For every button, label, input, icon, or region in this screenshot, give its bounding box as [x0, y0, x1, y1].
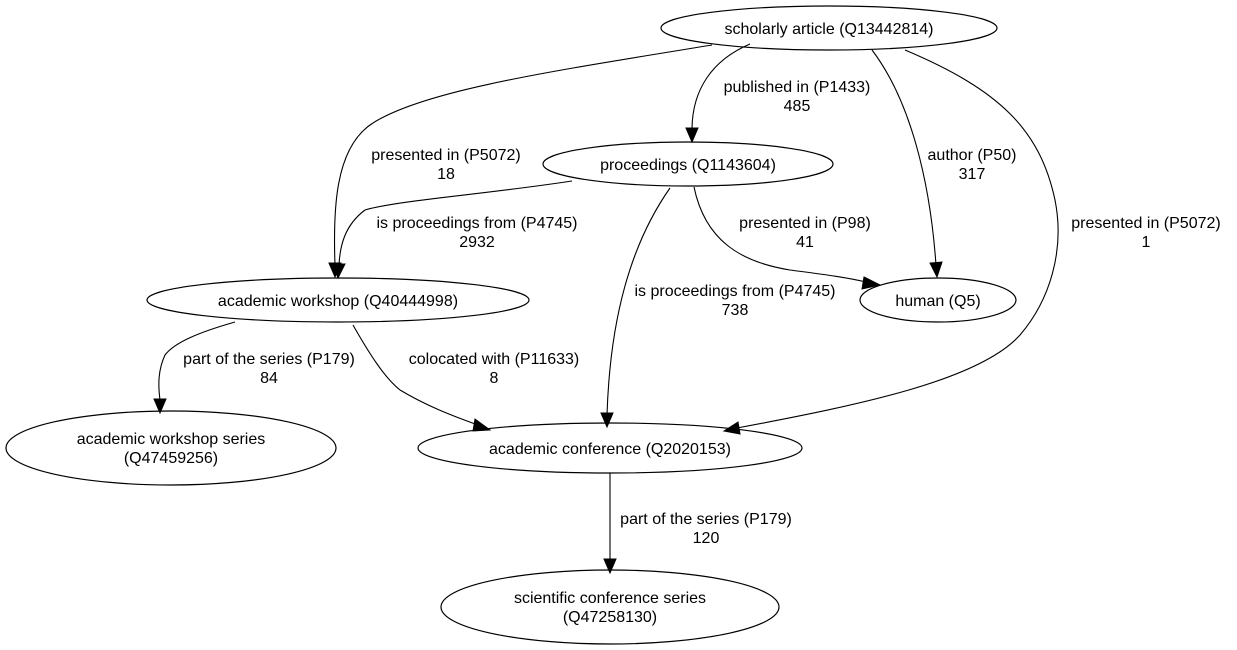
edge-part-of-series-workshop[interactable] [153, 321, 236, 415]
edge-label-count: 2932 [459, 234, 495, 251]
edge-label-text: part of the series (P179) [620, 511, 792, 528]
node-label-line1: academic workshop series [77, 431, 266, 448]
edge-line [871, 49, 937, 266]
edge-label-presented-in-conference: presented in (P5072) 1 [1071, 215, 1220, 251]
edge-line [158, 321, 236, 401]
nodes: scholarly article (Q13442814) proceeding… [5, 5, 1017, 645]
edge-label-text: presented in (P98) [739, 215, 871, 232]
edge-label-published-in: published in (P1433) 485 [724, 79, 871, 115]
edge-label-text: author (P50) [928, 147, 1017, 164]
edge-line [352, 324, 479, 426]
edges [153, 43, 1059, 575]
edge-colocated-with[interactable] [352, 324, 492, 432]
arrowhead-icon [472, 418, 492, 432]
node-label-line2: (Q47258130) [563, 609, 657, 626]
node-academic-workshop[interactable]: academic workshop (Q40444998) [146, 277, 530, 323]
edge-label-count: 485 [784, 98, 811, 115]
arrowhead-icon [685, 127, 699, 144]
edge-line [693, 186, 867, 283]
edge-part-of-series-conference[interactable] [603, 473, 617, 575]
edge-is-proceedings-from-conference[interactable] [600, 187, 671, 429]
arrowhead-icon [153, 398, 167, 415]
edge-label-part-of-series-conference: part of the series (P179) 120 [620, 511, 792, 547]
edge-label-colocated-with: colocated with (P11633) 8 [409, 351, 579, 387]
edge-label-count: 84 [260, 370, 278, 387]
arrowhead-icon [600, 412, 614, 429]
edge-line [606, 187, 671, 416]
edge-label-count: 317 [959, 166, 986, 183]
edge-label-part-of-series-workshop: part of the series (P179) 84 [183, 351, 355, 387]
edge-label-text: part of the series (P179) [183, 351, 355, 368]
node-proceedings[interactable]: proceedings (Q1143604) [542, 141, 834, 187]
edge-line [736, 49, 1059, 429]
node-academic-conference[interactable]: academic conference (Q2020153) [417, 422, 803, 474]
edge-label-text: is proceedings from (P4745) [377, 215, 578, 232]
node-label-line1: scientific conference series [514, 590, 706, 607]
edge-label-presented-in-p98: presented in (P98) 41 [739, 215, 871, 251]
edge-label-count: 8 [490, 370, 499, 387]
arrowhead-icon [722, 421, 741, 435]
edge-label-count: 738 [722, 302, 749, 319]
edge-published-in[interactable] [685, 43, 751, 144]
edge-label-author: author (P50) 317 [928, 147, 1017, 183]
node-scientific-conference-series[interactable]: scientific conference series (Q47258130) [440, 569, 780, 645]
edge-presented-in-p98[interactable] [693, 186, 882, 290]
edge-line [338, 180, 573, 266]
node-label-line2: (Q47459256) [124, 450, 218, 467]
node-human[interactable]: human (Q5) [859, 277, 1017, 323]
node-label: proceedings (Q1143604) [600, 157, 776, 174]
edge-label-text: colocated with (P11633) [409, 351, 579, 368]
node-label: academic workshop (Q40444998) [218, 293, 458, 310]
arrowhead-icon [929, 261, 943, 279]
edge-is-proceedings-from-workshop[interactable] [332, 180, 573, 280]
edge-label-text: published in (P1433) [724, 79, 871, 96]
edge-label-presented-in-workshop: presented in (P5072) 18 [371, 147, 520, 183]
edge-labels: published in (P1433) 485 presented in (P… [183, 79, 1221, 547]
edge-line [333, 44, 713, 266]
node-label: human (Q5) [895, 293, 980, 310]
node-academic-workshop-series[interactable]: academic workshop series (Q47459256) [5, 410, 337, 486]
edge-label-count: 41 [796, 234, 814, 251]
edge-label-count: 120 [693, 530, 720, 547]
edge-label-text: presented in (P5072) [1071, 215, 1220, 232]
edge-label-text: presented in (P5072) [371, 147, 520, 164]
edge-label-count: 1 [1142, 234, 1151, 251]
edge-label-count: 18 [437, 166, 455, 183]
edge-label-is-proceedings-from-conference: is proceedings from (P4745) 738 [635, 283, 836, 319]
arrowhead-icon [861, 276, 882, 290]
edge-label-text: is proceedings from (P4745) [635, 283, 836, 300]
edge-line [691, 43, 751, 131]
node-scholarly-article[interactable]: scholarly article (Q13442814) [660, 5, 998, 51]
edge-label-is-proceedings-from-workshop: is proceedings from (P4745) 2932 [377, 215, 578, 251]
node-label: scholarly article (Q13442814) [725, 21, 934, 38]
arrowhead-icon [603, 558, 617, 575]
arrowhead-icon [332, 263, 346, 280]
edge-author[interactable] [871, 49, 943, 279]
node-label: academic conference (Q2020153) [489, 441, 731, 458]
edge-presented-in-conference[interactable] [722, 49, 1059, 435]
